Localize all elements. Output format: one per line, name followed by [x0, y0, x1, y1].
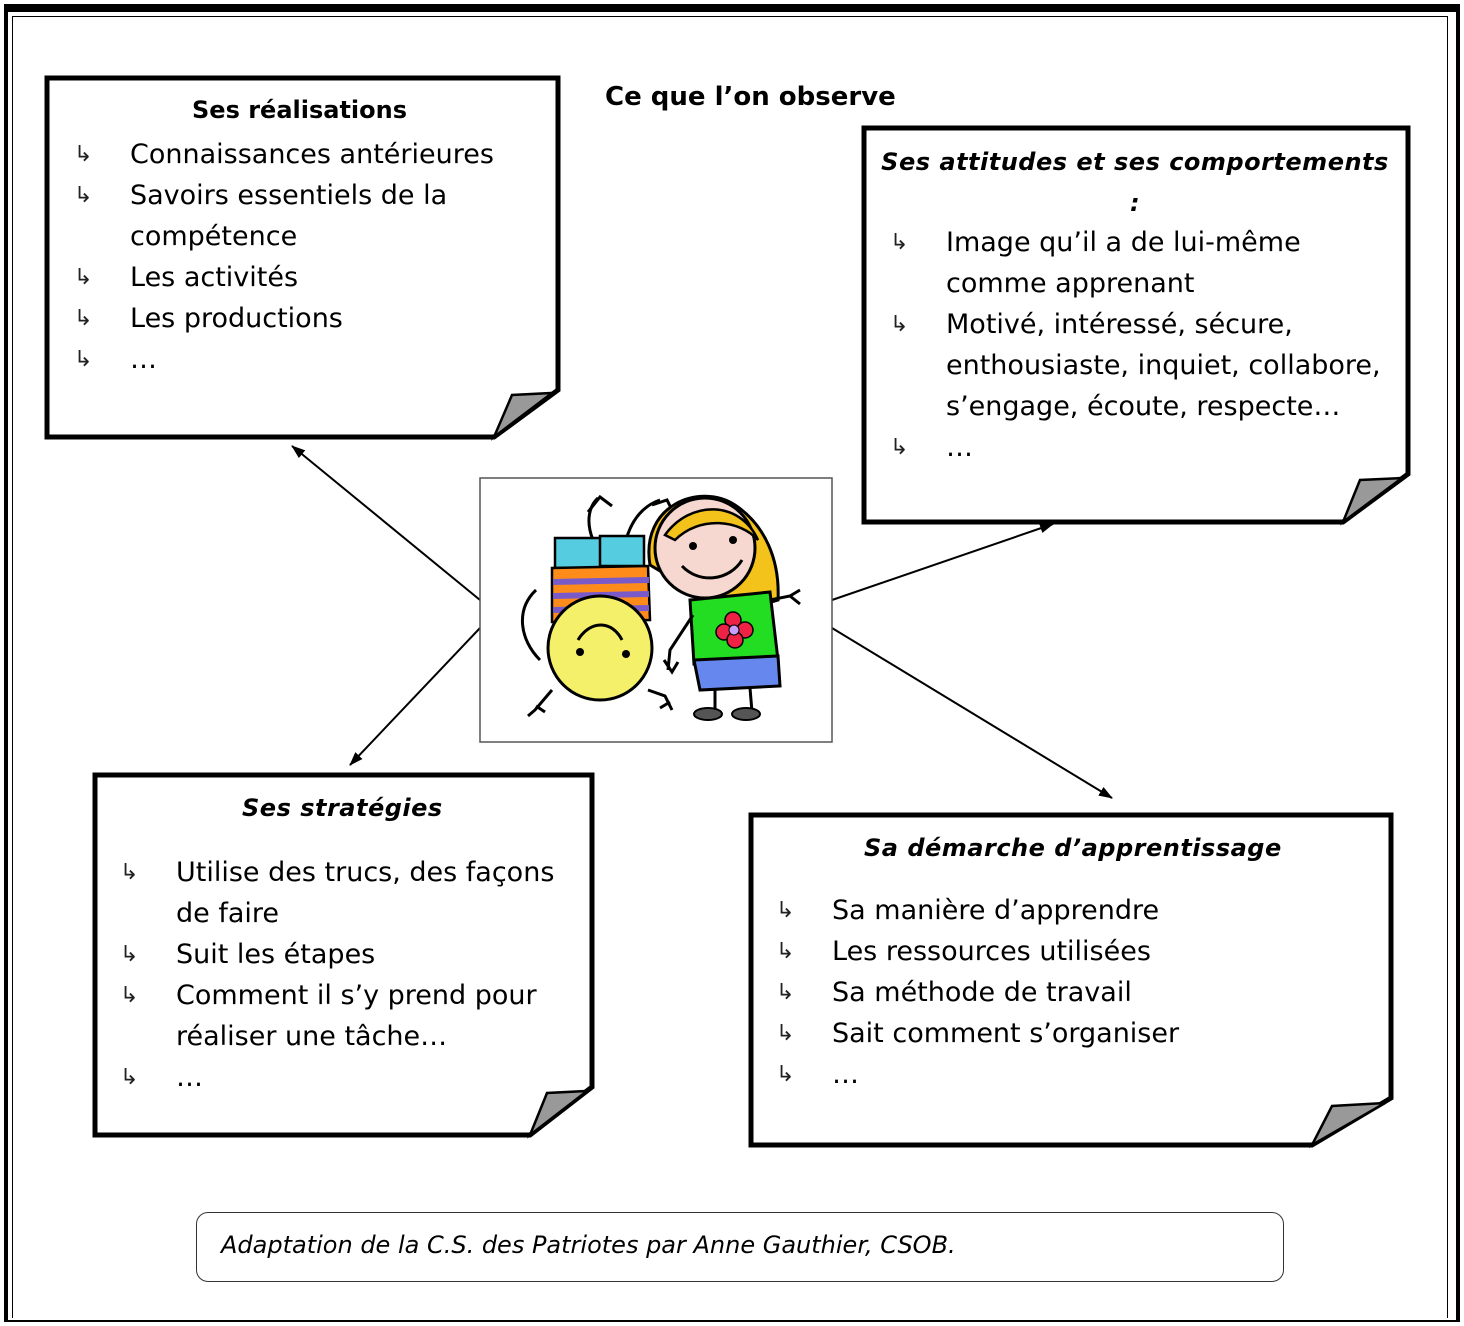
- note-shape-attitudes: [861, 125, 1411, 526]
- arrow-to-attitudes: [831, 523, 1054, 601]
- list-item: ↳…: [890, 427, 1390, 468]
- arrow-bullet-icon: ↳: [74, 265, 93, 290]
- arrow-bullet-icon: ↳: [776, 1062, 795, 1087]
- arrow-bullet-icon: ↳: [120, 1065, 139, 1090]
- note-shape-strategies: [92, 772, 595, 1139]
- arrow-to-strategies: [349, 627, 481, 766]
- list-item: ↳Connaissances antérieures: [74, 134, 494, 175]
- arrow-bullet-icon: ↳: [776, 939, 795, 964]
- arrow-to-demarche: [831, 627, 1113, 799]
- arrow-bullet-icon: ↳: [776, 980, 795, 1005]
- note-title-strategies: Ses stratégies: [242, 794, 443, 822]
- list-item: ↳…: [120, 1057, 585, 1098]
- list-item: ↳Motivé, intéressé, sécure, enthousiaste…: [890, 304, 1390, 427]
- diagram-title: Ce que l’on observe: [605, 82, 896, 112]
- list-item: ↳Les activités: [74, 257, 494, 298]
- arrow-bullet-icon: ↳: [890, 230, 909, 255]
- note-title-demarche: Sa démarche d’apprentissage: [864, 834, 1282, 862]
- list-attitudes: ↳Image qu’il a de lui-même comme apprena…: [890, 222, 1390, 468]
- page-frame: [4, 4, 1460, 1322]
- list-item: ↳Sa méthode de travail: [776, 972, 1376, 1013]
- list-item: ↳Image qu’il a de lui-même comme apprena…: [890, 222, 1390, 304]
- list-item: ↳Suit les étapes: [120, 934, 585, 975]
- list-realisations: ↳Connaissances antérieures ↳Savoirs esse…: [74, 134, 494, 380]
- note-shape-realisations: [44, 75, 561, 441]
- note-shape-demarche: [748, 812, 1394, 1149]
- arrow-to-realisations: [291, 445, 481, 601]
- arrow-bullet-icon: ↳: [74, 306, 93, 331]
- list-item: ↳Les productions: [74, 298, 494, 339]
- credit-box: Adaptation de la C.S. des Patriotes par …: [196, 1212, 1284, 1282]
- arrow-bullet-icon: ↳: [890, 435, 909, 460]
- note-title-realisations: Ses réalisations: [192, 96, 408, 124]
- list-item: ↳Savoirs essentiels de la compétence: [74, 175, 494, 257]
- list-demarche: ↳Sa manière d’apprendre ↳Les ressources …: [776, 890, 1376, 1095]
- list-item: ↳…: [74, 339, 494, 380]
- arrow-bullet-icon: ↳: [120, 942, 139, 967]
- list-item: ↳Comment il s’y prend pour réaliser une …: [120, 975, 585, 1057]
- list-strategies: ↳Utilise des trucs, des façons de faire …: [120, 852, 585, 1098]
- list-item: ↳Les ressources utilisées: [776, 931, 1376, 972]
- arrow-bullet-icon: ↳: [776, 898, 795, 923]
- note-title-attitudes: Ses attitudes et ses comportements :: [881, 148, 1389, 217]
- arrow-bullet-icon: ↳: [74, 183, 93, 208]
- list-item: ↳…: [776, 1054, 1376, 1095]
- arrow-bullet-icon: ↳: [890, 312, 909, 337]
- list-item: ↳Sait comment s’organiser: [776, 1013, 1376, 1054]
- children-illustration: [479, 477, 833, 743]
- inner-frame: [12, 16, 1448, 1318]
- arrow-bullet-icon: ↳: [120, 860, 139, 885]
- list-item: ↳Sa manière d’apprendre: [776, 890, 1376, 931]
- arrow-bullet-icon: ↳: [74, 347, 93, 372]
- arrow-bullet-icon: ↳: [120, 983, 139, 1008]
- credit-text: Adaptation de la C.S. des Patriotes par …: [221, 1231, 956, 1259]
- arrow-bullet-icon: ↳: [74, 142, 93, 167]
- list-item: ↳Utilise des trucs, des façons de faire: [120, 852, 585, 934]
- arrow-bullet-icon: ↳: [776, 1021, 795, 1046]
